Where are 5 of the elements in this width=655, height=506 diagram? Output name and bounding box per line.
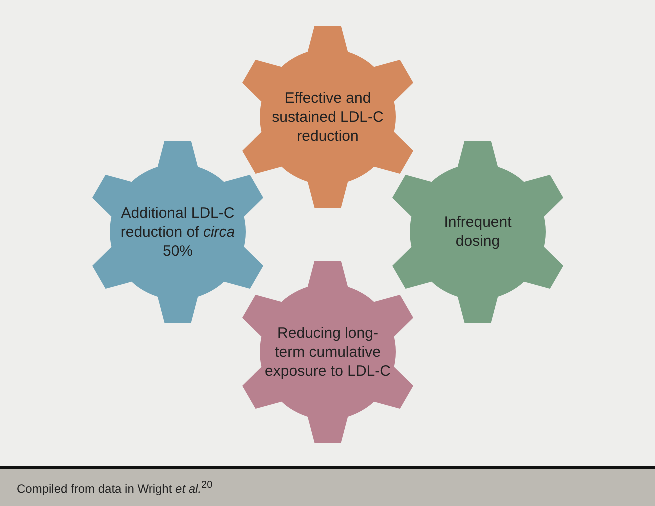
caption: Compiled from data in Wright et al.$^{20}$	[17, 480, 213, 496]
gear-label: Infrequent dosing	[443, 213, 513, 251]
gear-label: Effective and sustained LDL-C reduction	[271, 88, 385, 146]
gear-label: Reducing long-term cumulative exposure to LDL-C	[264, 324, 392, 380]
gear-label: Additional LDL-C reduction of circa 50%	[120, 204, 236, 260]
